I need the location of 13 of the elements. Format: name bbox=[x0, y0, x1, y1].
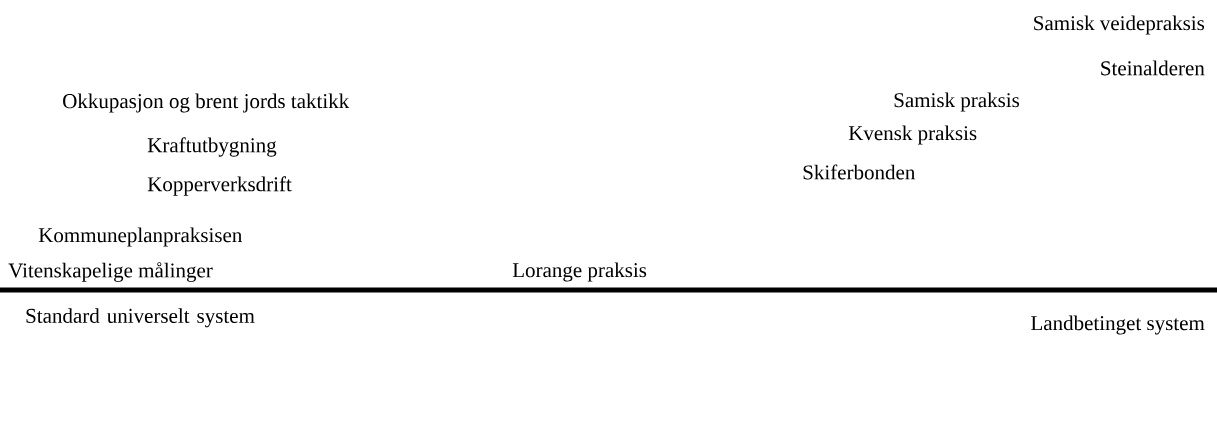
text-label: Steinalderen bbox=[1101, 60, 1205, 76]
text-label: Okkupasjon og brent jords taktikk bbox=[63, 93, 350, 113]
text-label: Landbetinget system bbox=[1031, 315, 1205, 335]
text-label: Kommuneplanpraksisen bbox=[38, 227, 242, 247]
text-label: Skiferbonden bbox=[803, 164, 916, 180]
text-label: Samisk veidepraksis bbox=[1034, 15, 1205, 35]
text-label: Kvensk praksis bbox=[848, 125, 977, 145]
text-label: Vitenskapelige målinger bbox=[8, 262, 213, 282]
text-label: Samisk praksis bbox=[894, 92, 1020, 112]
text-label: Lorange praksis bbox=[512, 262, 647, 282]
text-label: Kopperverksdrift bbox=[147, 176, 292, 196]
text-label: Kraftutbygning bbox=[147, 137, 277, 157]
text-label: Standard universelt system bbox=[26, 308, 255, 328]
